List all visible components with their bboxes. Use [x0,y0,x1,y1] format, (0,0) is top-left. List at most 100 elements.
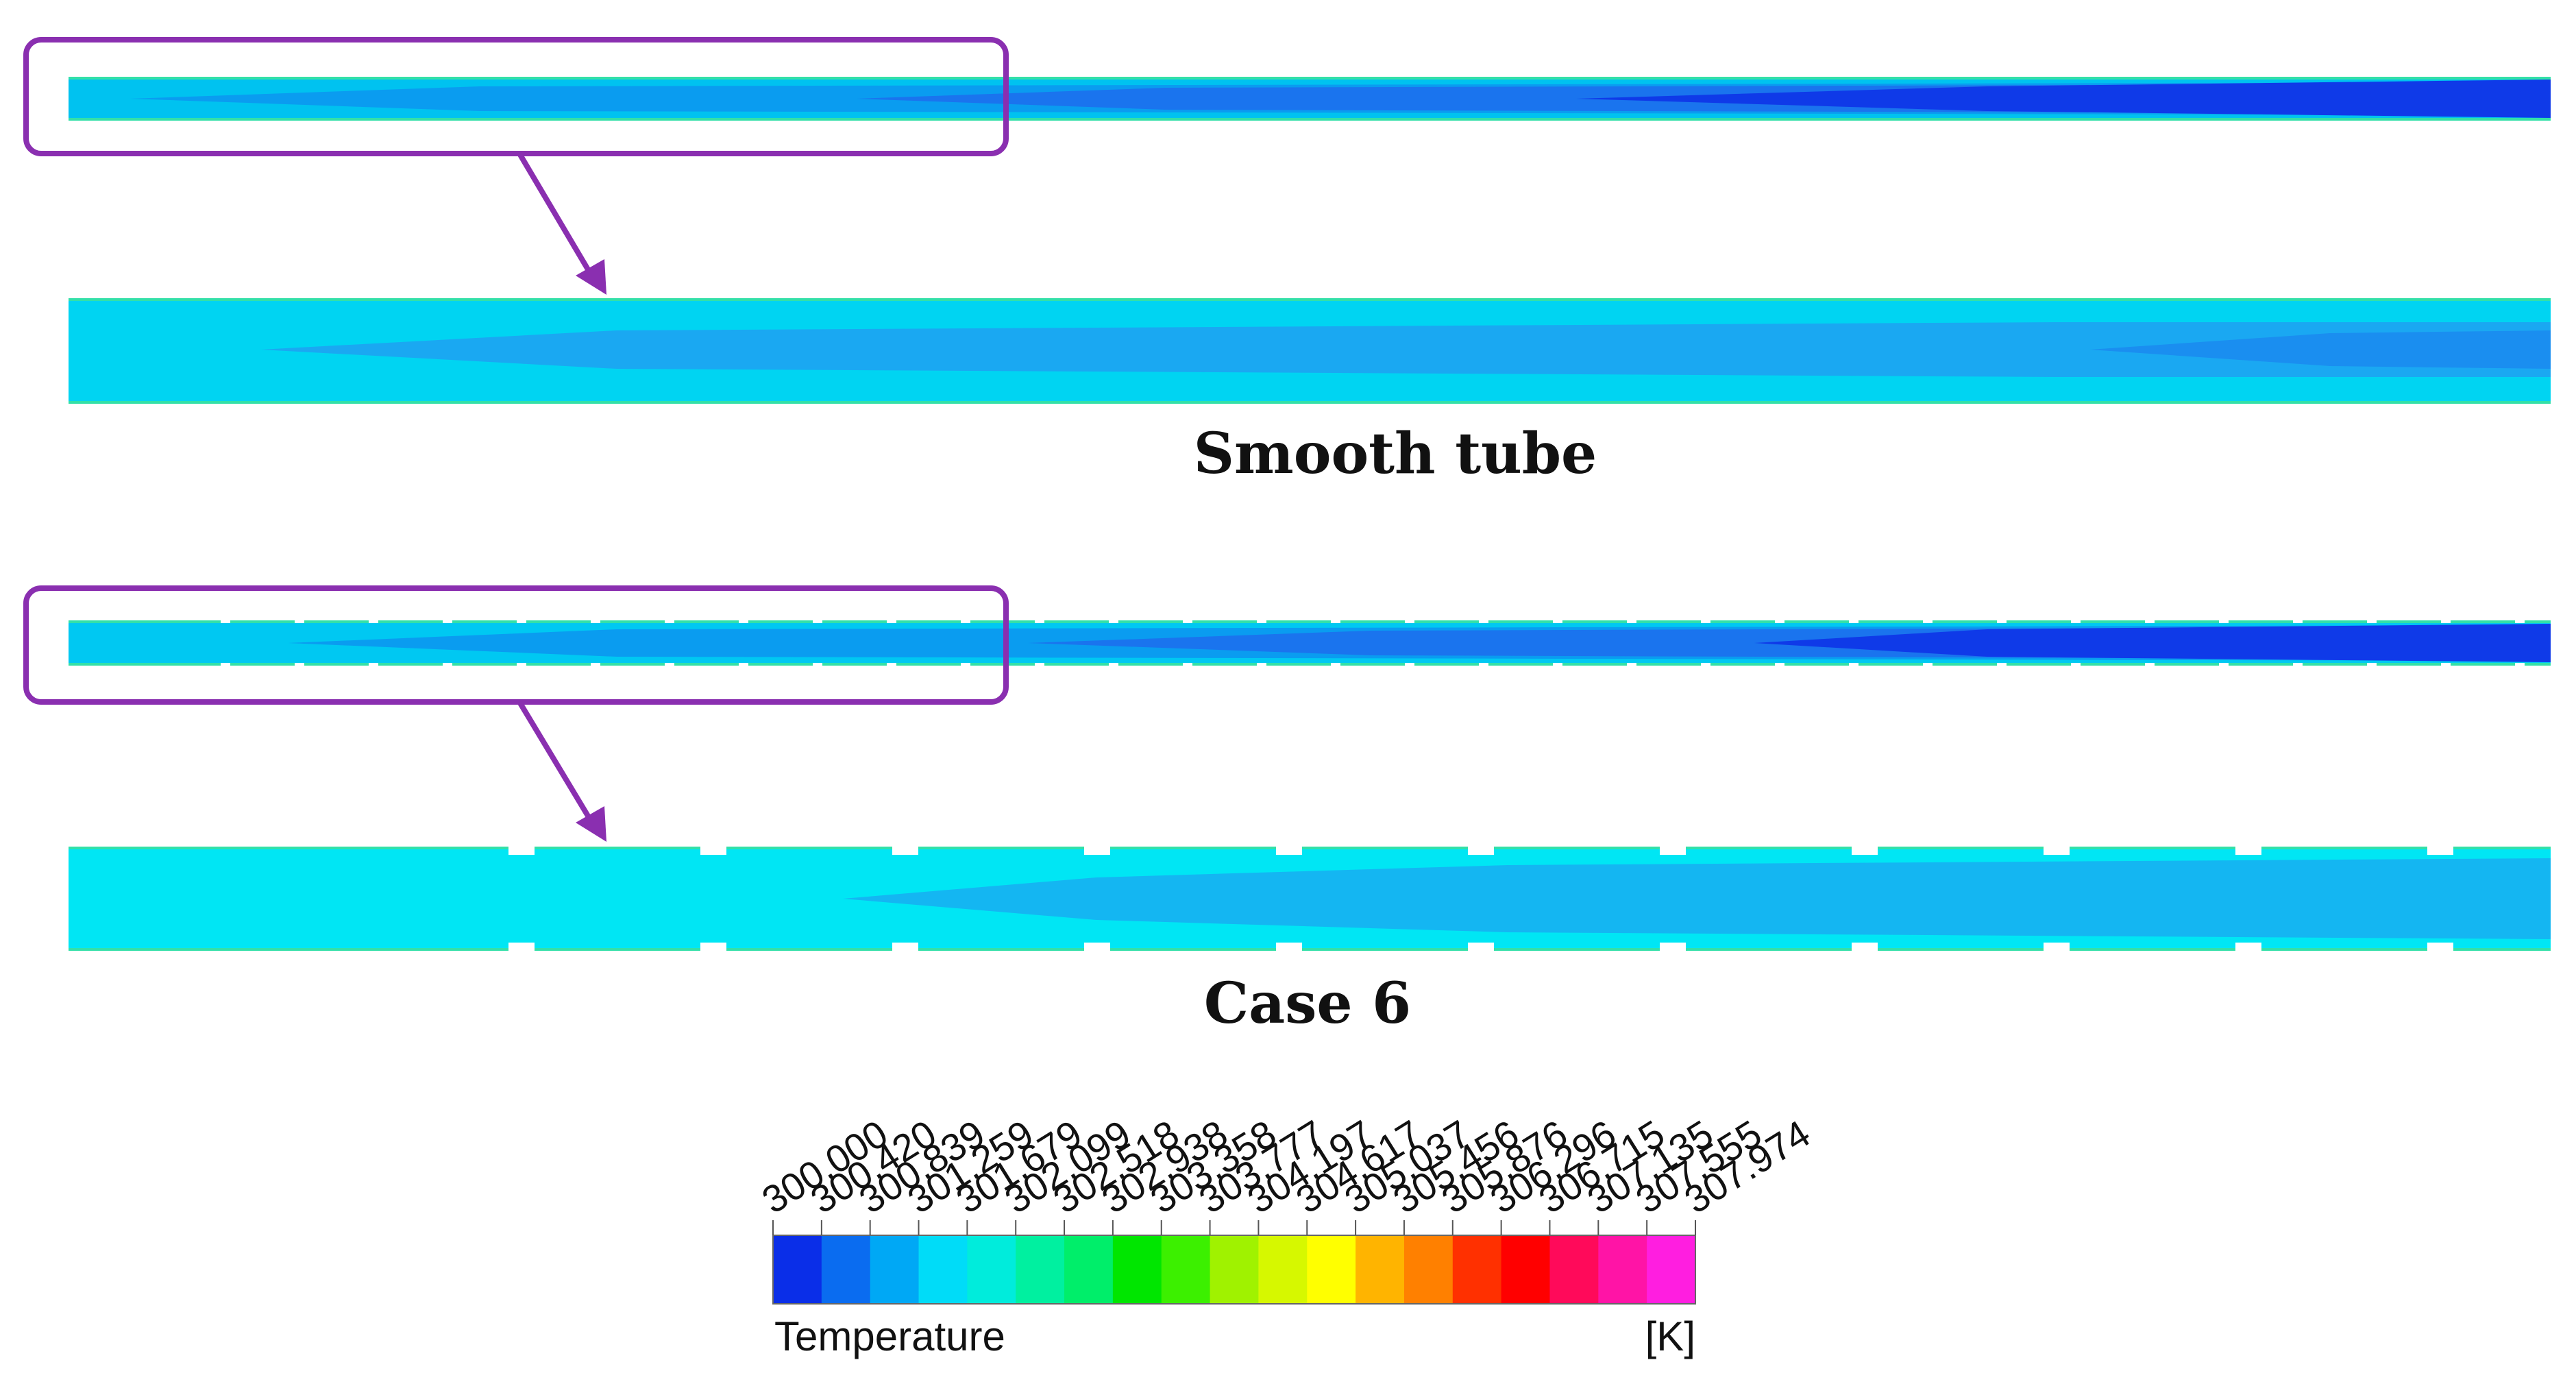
rib-notch-top [1849,619,1859,623]
rib-notch-top [1852,845,1878,855]
rib-notch-top [1701,619,1710,623]
rib-notch-top [1660,845,1686,855]
colorbar-frame [772,1235,1696,1305]
rib-notch-top [1923,619,1933,623]
rib-notch-top [1257,619,1266,623]
rib-notch-bottom [2515,663,2525,667]
rib-notch-top [813,619,822,623]
colorbar-ticks: 300.000300.420300.839301.259301.679302.0… [755,1111,1817,1235]
colorbar-title: Temperature [774,1313,1005,1359]
rib-notch-top [221,619,230,623]
colorbar-swatch [1112,1235,1162,1304]
rib-notch-top [2219,619,2229,623]
rib-notch-top [739,619,748,623]
rib-notch-bottom [295,663,304,667]
colorbar-swatch [1307,1235,1356,1304]
smooth-tube-core-dark [1576,80,2551,118]
colorbar-swatch [1647,1235,1696,1304]
rib-notch-top [1183,619,1192,623]
rib-notch-bottom [1849,663,1859,667]
smooth-tube-zoom-frame [23,37,1009,156]
rib-notch-bottom [961,663,970,667]
smooth-tube-zoom-core [260,322,2551,377]
rib-notch-bottom [2367,663,2377,667]
rib-notch-top [1479,619,1488,623]
rib-notch-bottom [887,663,896,667]
rib-notch-top [2293,619,2303,623]
rib-notch-top [1035,619,1044,623]
rib-notch-top [892,845,918,855]
smooth-tube-full-contour [69,77,2551,121]
colorbar-swatch [1016,1235,1065,1304]
colorbar-swatch [821,1235,871,1304]
colorbar-swatch [1598,1235,1647,1304]
rib-notch-bottom [1479,663,1488,667]
rib-notch-top [961,619,970,623]
rib-notch-bottom [369,663,378,667]
case-6-zoom-frame [23,585,1009,705]
rib-notch-top [591,619,600,623]
rib-notch-top [443,619,452,623]
rib-notch-top [295,619,304,623]
rib-notch-top [2441,619,2451,623]
rib-notch-bottom [1775,663,1784,667]
rib-notch-bottom [2235,943,2261,952]
rib-notch-bottom [665,663,674,667]
case-6-caption: Case 6 [1204,971,1411,1036]
rib-notch-bottom [739,663,748,667]
rib-notch-bottom [2071,663,2081,667]
colorbar-swatch [1452,1235,1502,1304]
colorbar-swatch [918,1235,968,1304]
rib-notch-bottom [2145,663,2155,667]
rib-notch-top [508,845,535,855]
colorbar-swatch [1064,1235,1114,1304]
colorbar-swatches [773,1235,1696,1304]
rib-notch-bottom [1331,663,1340,667]
rib-notch-bottom [2293,663,2303,667]
colorbar-swatch [1210,1235,1260,1304]
colorbar-swatch [1161,1235,1211,1304]
rib-notch-top [700,845,726,855]
case-6-panel: Case 6 [23,585,2551,1036]
rib-notch-top [517,619,526,623]
rib-notch-bottom [2044,943,2070,952]
rib-notch-top [2427,845,2453,855]
rib-notch-top [1405,619,1414,623]
smooth-tube-zoom-arrow [517,151,596,280]
rib-notch-bottom [813,663,822,667]
rib-notch-bottom [892,943,918,952]
rib-notch-bottom [1468,943,1494,952]
rib-notch-bottom [2427,943,2453,952]
rib-notch-bottom [1660,943,1686,952]
rib-notch-top [1468,845,1494,855]
colorbar-swatch [1501,1235,1551,1304]
rib-notch-bottom [1257,663,1266,667]
colorbar-unit: [K] [1645,1313,1695,1359]
rib-notch-top [1775,619,1784,623]
rib-notch-top [1109,619,1118,623]
temperature-colorbar: 300.000300.420300.839301.259301.679302.0… [755,1111,1817,1359]
rib-notch-bottom [700,943,726,952]
rib-notch-top [2145,619,2155,623]
rib-notch-bottom [2441,663,2451,667]
case-6-zoom-rib-notches [508,845,2453,952]
case-6-zoom-arrow [517,700,596,826]
rib-notch-bottom [2219,663,2229,667]
case-6-full-contour [69,619,2551,667]
rib-notch-bottom [1405,663,1414,667]
colorbar-swatch [1356,1235,1405,1304]
rib-notch-top [2044,845,2070,855]
rib-notch-top [1997,619,2007,623]
rib-notch-bottom [1553,663,1562,667]
rib-notch-bottom [1923,663,1933,667]
rib-notch-top [2235,845,2261,855]
rib-notch-top [1553,619,1562,623]
rib-notch-top [1627,619,1636,623]
smooth-tube-panel: Smooth tube [23,37,2551,487]
rib-notch-top [665,619,674,623]
rib-notch-bottom [508,943,535,952]
rib-notch-bottom [1852,943,1878,952]
colorbar-swatch [870,1235,920,1304]
rib-notch-bottom [1109,663,1118,667]
